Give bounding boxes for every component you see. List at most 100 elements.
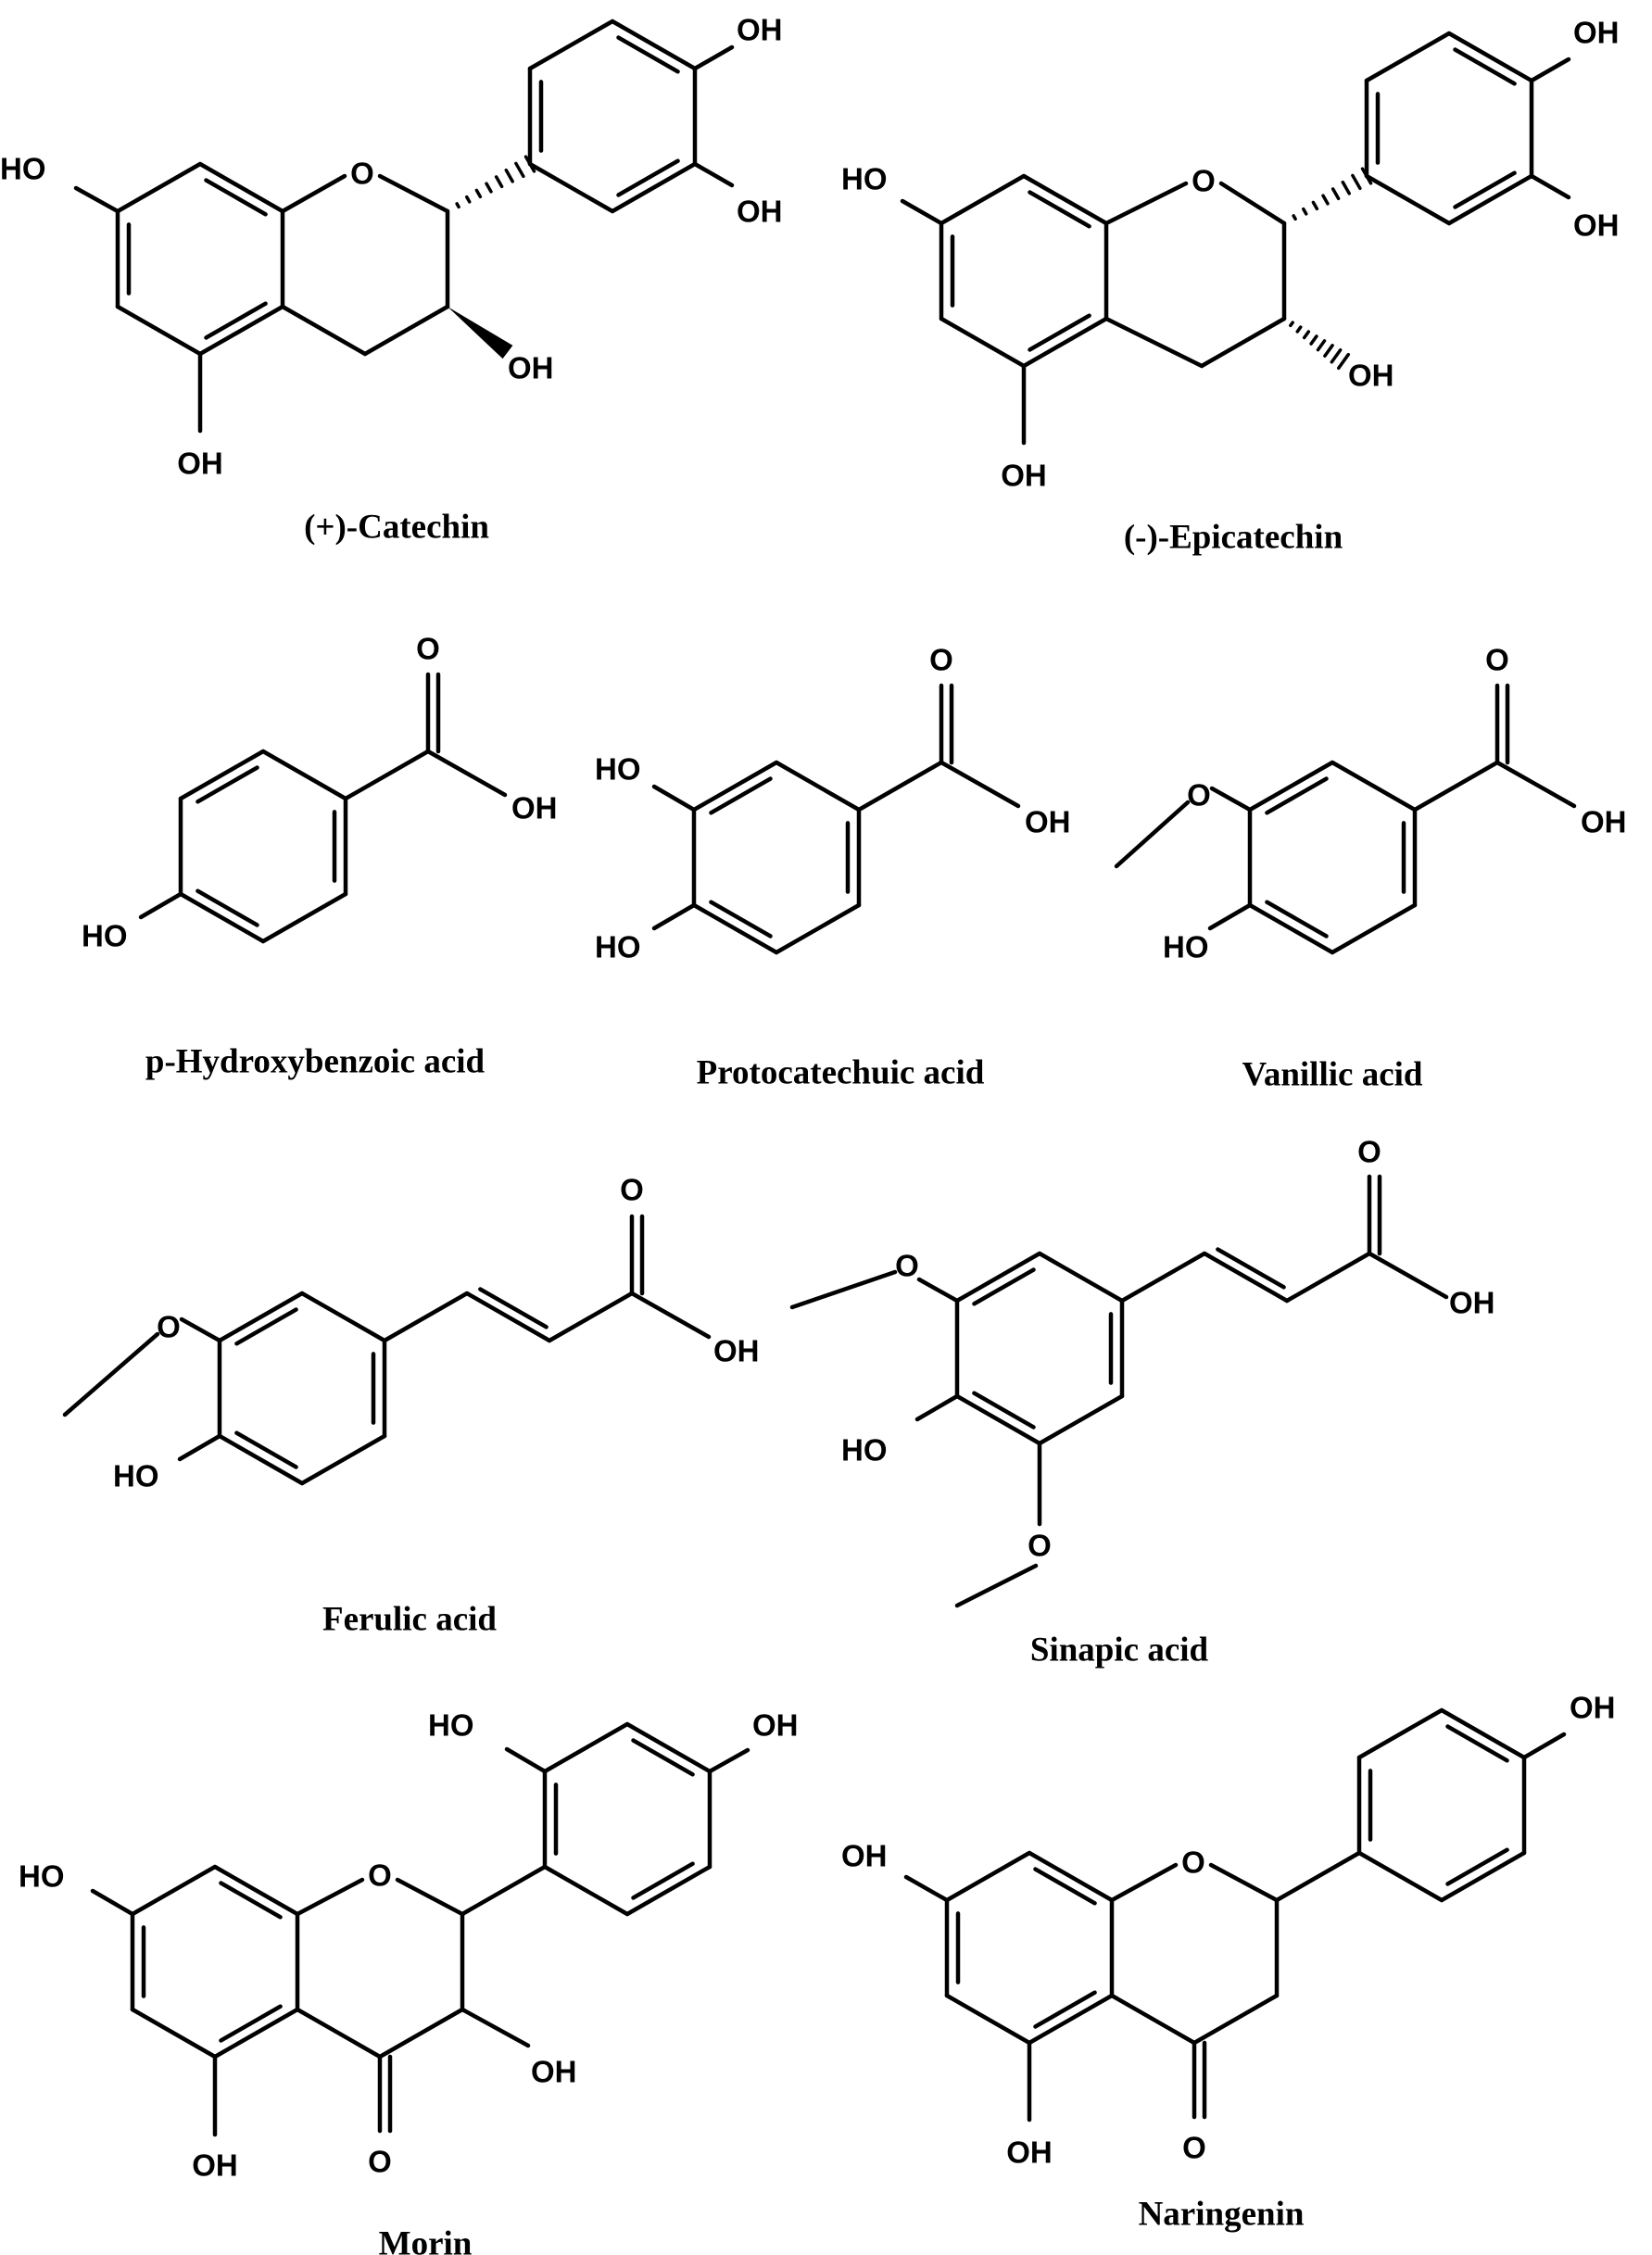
- bond: [1033, 1867, 1097, 1906]
- bond: [234, 1307, 298, 1346]
- atom-label: OH: [737, 13, 783, 47]
- bond: [460, 2007, 531, 2048]
- bond: [1103, 181, 1189, 226]
- bond: [130, 2007, 218, 2060]
- bond: [219, 1881, 283, 1920]
- atom-label: OH: [1449, 1286, 1495, 1320]
- bond: [234, 1430, 298, 1469]
- bond: [1446, 31, 1534, 83]
- compound-name: Protocatechuic acid: [697, 1054, 985, 1092]
- atom-label: HO: [595, 752, 641, 787]
- bond: [1119, 1251, 1207, 1304]
- bond: [377, 173, 450, 214]
- bond: [197, 304, 285, 357]
- atom-label: O: [620, 1173, 644, 1207]
- bond: [382, 1291, 470, 1343]
- bond: [1218, 181, 1287, 226]
- bond: [177, 1433, 222, 1462]
- bond: [1037, 1393, 1125, 1446]
- bond: [1209, 786, 1253, 813]
- bond: [616, 158, 680, 197]
- bond: [212, 2007, 300, 2060]
- bond: [1021, 316, 1109, 369]
- hashed-bond: [1302, 330, 1311, 340]
- hashed-bond: [1336, 352, 1351, 371]
- bond: [939, 316, 1027, 369]
- hashed-bond: [1311, 200, 1319, 211]
- atom-label: OH: [177, 447, 223, 481]
- hashed-bond: [485, 182, 493, 194]
- bond: [1247, 760, 1335, 813]
- bond: [1521, 1732, 1567, 1760]
- atom-label: HO: [841, 162, 888, 196]
- bond: [217, 1291, 305, 1343]
- bond: [260, 891, 348, 944]
- bond: [542, 1864, 630, 1917]
- bond: [464, 1291, 552, 1343]
- bond: [1028, 313, 1091, 352]
- bond: [204, 178, 268, 217]
- hashed-bond: [474, 188, 483, 199]
- atom-label: HO: [113, 1459, 159, 1493]
- compound-name: (+)-Catechin: [304, 509, 489, 547]
- hashed-bond: [1321, 194, 1330, 206]
- bond: [1445, 1724, 1509, 1763]
- bond: [1202, 1251, 1290, 1304]
- hashed-bond: [1341, 180, 1351, 195]
- hashed-bond: [465, 195, 472, 204]
- atom-label: O: [416, 632, 440, 666]
- bond: [1330, 760, 1418, 813]
- bond: [1027, 1993, 1115, 2046]
- bond: [691, 902, 779, 955]
- bond: [903, 1874, 950, 1903]
- bond: [504, 1746, 548, 1774]
- atom-label: OH: [508, 351, 554, 385]
- bond: [1103, 316, 1204, 369]
- atom-label: OH: [713, 1334, 760, 1368]
- atom-label: OH: [192, 2148, 238, 2183]
- compound-name: Sinapic acid: [1030, 1631, 1209, 1669]
- bond: [692, 44, 735, 71]
- atom-label: OH: [1001, 459, 1047, 493]
- bond: [631, 1738, 695, 1777]
- atom-label: OH: [1573, 16, 1620, 50]
- bond: [212, 1864, 300, 1917]
- bond: [179, 1316, 222, 1343]
- hashed-bond: [1289, 321, 1294, 328]
- hashed-bond: [504, 168, 514, 183]
- bond: [204, 301, 268, 340]
- bond: [1021, 173, 1109, 226]
- bond: [1033, 1990, 1097, 2029]
- bond: [774, 760, 862, 813]
- bond: [954, 1563, 1039, 1608]
- bond: [1208, 1862, 1280, 1903]
- atom-label: HO: [595, 930, 641, 964]
- bond: [1037, 1251, 1125, 1304]
- bond: [1330, 902, 1418, 955]
- bond: [692, 161, 735, 188]
- bond: [709, 900, 773, 939]
- atom-label: O: [1357, 1135, 1381, 1169]
- bond: [624, 1864, 713, 1917]
- bond: [916, 1277, 960, 1304]
- bond: [610, 161, 698, 214]
- bond: [939, 173, 1027, 226]
- bond: [1439, 1850, 1527, 1903]
- bond: [178, 891, 266, 944]
- atom-label: OH: [1570, 1691, 1616, 1725]
- bond: [478, 1287, 549, 1329]
- bond: [1529, 57, 1571, 83]
- atom-label: O: [368, 2145, 392, 2179]
- atom-label: O: [895, 1249, 919, 1283]
- bond: [295, 2007, 383, 2060]
- bond: [219, 2004, 283, 2043]
- bond: [1247, 902, 1335, 955]
- bond: [1109, 1862, 1179, 1903]
- hashed-bond: [1323, 344, 1334, 358]
- bond: [1284, 1251, 1372, 1304]
- bond: [1265, 900, 1329, 939]
- hashed-bond: [1309, 334, 1318, 346]
- bond: [260, 749, 348, 801]
